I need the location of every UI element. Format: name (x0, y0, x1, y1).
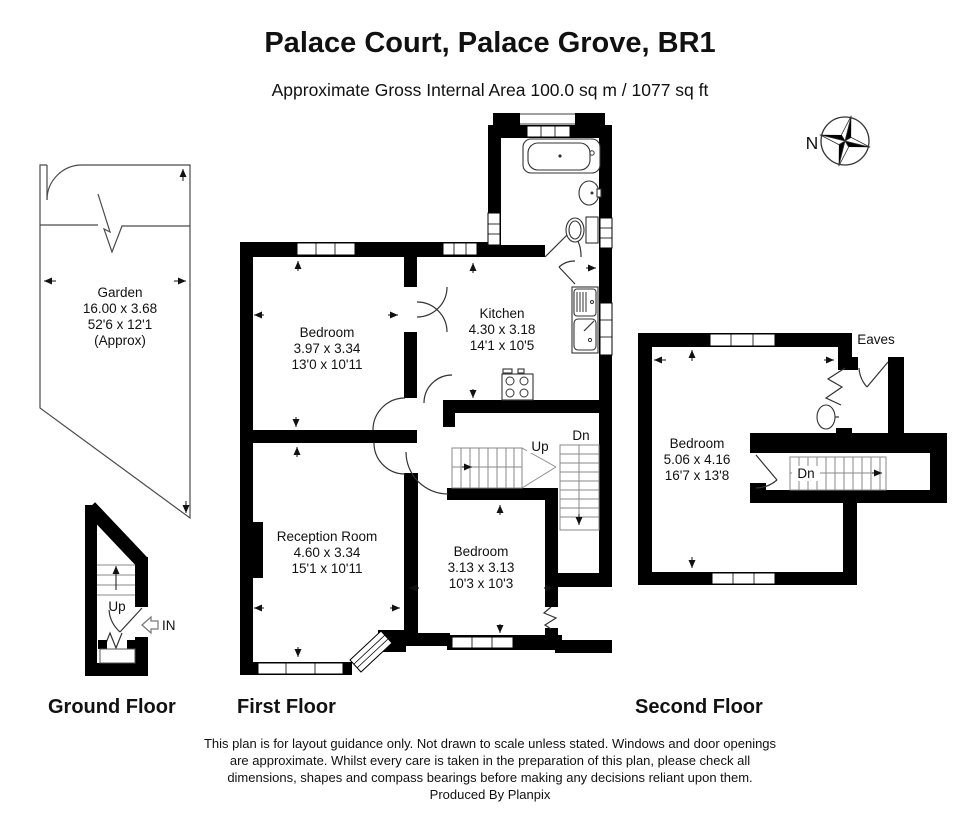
ground-floor-title: Ground Floor (48, 696, 176, 718)
second-bedroom-label: Bedroom (670, 436, 725, 451)
second-bedroom-dim-imperial: 16'7 x 13'8 (665, 468, 729, 483)
garden-dim-imperial: 52'6 x 12'1 (88, 317, 152, 332)
second-floor-doors (755, 361, 889, 489)
eaves-door-arc (858, 367, 868, 388)
garden-label: Garden (97, 285, 142, 300)
header: Palace Court, Palace Grove, BR1 Approxim… (264, 27, 715, 100)
ground-floor-up-label: Up (108, 599, 125, 614)
second-floor-windows (709, 333, 776, 585)
first-floor-dimension-arrows (254, 261, 596, 657)
footer-disclaimer: This plan is for layout guidance only. N… (204, 736, 777, 802)
garden-break-symbol (97, 193, 133, 254)
second-floor-labels: Bedroom 5.06 x 4.16 16'7 x 13'8 Eaves Dn (664, 332, 895, 483)
garden-plan: Garden 16.00 x 3.68 52'6 x 12'1 (Approx) (39, 164, 191, 520)
kitchen-sink (573, 318, 597, 351)
first-floor-title: First Floor (237, 696, 336, 718)
bedroom1-dim-metric: 3.97 x 3.34 (294, 341, 361, 356)
second-floor-plan: Bedroom 5.06 x 4.16 16'7 x 13'8 Eaves Dn (638, 332, 947, 585)
entrance-in-label: IN (162, 618, 176, 633)
garden-dim-metric: 16.00 x 3.68 (83, 301, 157, 316)
second-floor-dimension-arrows (654, 350, 834, 568)
second-floor-title: Second Floor (635, 696, 763, 718)
kitchen-fixtures (501, 286, 599, 401)
disclaimer-line-3: dimensions, shapes and compass bearings … (227, 770, 752, 785)
basin (578, 180, 600, 206)
reception-dim-imperial: 15'1 x 10'11 (292, 561, 363, 576)
stove (501, 373, 534, 401)
second-bedroom-dim-metric: 5.06 x 4.16 (664, 452, 731, 467)
bedroom1-label: Bedroom (300, 325, 355, 340)
wall-break-symbol (542, 606, 558, 630)
first-floor-windows (257, 125, 613, 675)
hatch-door-arc-upper (416, 286, 448, 318)
eaves-break-symbol (824, 367, 846, 406)
ground-floor-plan: Up IN (84, 502, 176, 676)
eaves-door-leaf (866, 361, 889, 388)
first-floor-plan: Bedroom 3.97 x 3.34 13'0 x 10'11 Kitchen… (240, 113, 613, 675)
reception-dim-metric: 4.60 x 3.34 (294, 545, 361, 560)
disclaimer-line-2: are approximate. Whilst every care is ta… (230, 753, 750, 768)
second-floor-dn-label: Dn (797, 466, 814, 481)
first-floor-labels: Bedroom 3.97 x 3.34 13'0 x 10'11 Kitchen… (277, 306, 594, 591)
kitchen-dim-imperial: 14'1 x 10'5 (470, 338, 534, 353)
kitchen-label: Kitchen (479, 306, 524, 321)
reception-label: Reception Room (277, 529, 378, 544)
bedroom2-dim-imperial: 10'3 x 10'3 (449, 576, 513, 591)
kitchen-door-arc (423, 374, 453, 404)
floor-titles: Ground Floor First Floor Second Floor (48, 696, 763, 718)
first-floor-stairs (451, 444, 600, 531)
page-subtitle: Approximate Gross Internal Area 100.0 sq… (272, 80, 709, 100)
chimney-breast (253, 522, 263, 578)
garden-gate-arc (46, 164, 83, 201)
draining-board (573, 288, 597, 317)
bathroom-fixtures (522, 138, 602, 244)
garden-approx: (Approx) (94, 333, 146, 348)
first-floor-dn-label: Dn (572, 428, 589, 443)
entrance-in-arrow-icon (141, 615, 159, 635)
kitchen-dim-metric: 4.30 x 3.18 (469, 322, 536, 337)
tank-fixture (816, 404, 836, 430)
kitchen-side-door-leaf (558, 266, 576, 285)
first-floor-up-label: Up (531, 439, 548, 454)
eaves-label: Eaves (857, 332, 895, 347)
stairwell-door-arc (755, 479, 778, 489)
compass-north-label: N (806, 133, 819, 153)
compass-icon: N (806, 115, 871, 167)
stairwell-door-leaf (755, 454, 778, 481)
page-title: Palace Court, Palace Grove, BR1 (264, 27, 715, 59)
bedroom1-door-arc (372, 397, 406, 431)
produced-by-line: Produced By Planpix (430, 787, 551, 802)
reception-door-arc (373, 442, 406, 475)
porch-step (99, 648, 136, 664)
entrance-door-leaf (119, 607, 143, 633)
second-floor-walls (638, 333, 947, 585)
second-floor-stairs (789, 456, 887, 491)
bedroom2-door-arc (405, 451, 449, 495)
bedroom1-dim-imperial: 13'0 x 10'11 (292, 357, 363, 372)
hatch-door-arc-lower (416, 301, 448, 333)
entrance-door-arc (108, 609, 121, 633)
disclaimer-line-1: This plan is for layout guidance only. N… (204, 736, 777, 751)
bedroom2-label: Bedroom (454, 544, 509, 559)
bedroom2-dim-metric: 3.13 x 3.13 (448, 560, 515, 575)
kitchen-side-door-arc (558, 260, 576, 268)
